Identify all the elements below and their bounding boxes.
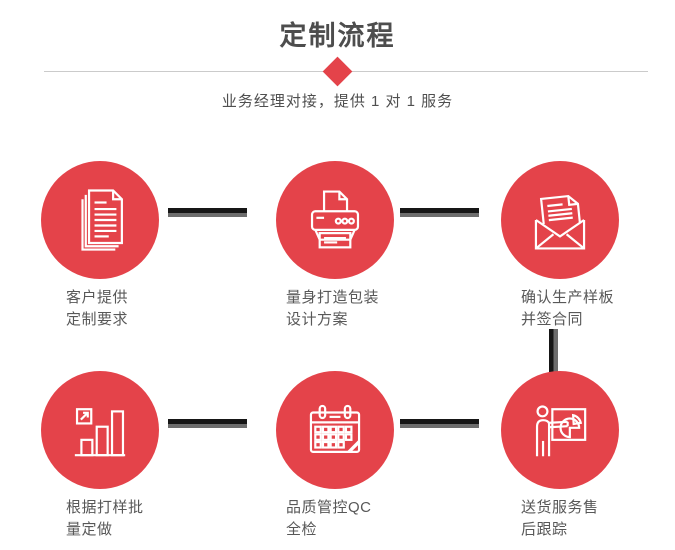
step-label-line: 根据打样批	[66, 499, 144, 516]
page-title: 定制流程	[279, 21, 396, 51]
step-label-line: 量定做	[66, 521, 113, 538]
documents-icon	[81, 189, 123, 251]
step-label-2: 量身打造包装 设计方案	[286, 287, 379, 331]
step-label-line: 后跟踪	[521, 521, 568, 538]
step-circle-3	[501, 161, 619, 279]
connector-horizontal	[168, 419, 247, 428]
step-label-line: 定制要求	[66, 311, 129, 328]
step-label-line: 品质管控QC	[286, 499, 372, 516]
step-circle-1	[41, 161, 159, 279]
step-circle-4	[41, 371, 159, 489]
step-label-line: 客户提供	[66, 289, 129, 306]
step-circle-2	[276, 161, 394, 279]
step-label-6: 送货服务售 后跟踪	[521, 497, 599, 541]
step-label-1: 客户提供 定制要求	[66, 287, 128, 331]
step-label-line: 确认生产样板	[521, 289, 615, 306]
step-label-line: 量身打造包装	[286, 289, 380, 306]
step-label-line: 全检	[286, 521, 318, 538]
connector-horizontal	[400, 419, 479, 428]
printer-icon	[310, 190, 360, 249]
envelope-icon	[534, 194, 586, 250]
diamond-icon	[322, 56, 353, 87]
presentation-icon	[535, 405, 587, 457]
step-label-3: 确认生产样板 并签合同	[521, 287, 614, 331]
bar-chart-icon	[74, 408, 126, 457]
page-subtitle: 业务经理对接，提供 1 对 1 服务	[221, 93, 454, 110]
step-circle-6	[501, 371, 619, 489]
step-circle-5	[276, 371, 394, 489]
connector-vertical	[549, 329, 558, 372]
step-label-4: 根据打样批 量定做	[66, 497, 144, 541]
connector-horizontal	[400, 208, 479, 217]
step-label-line: 设计方案	[286, 311, 349, 328]
step-label-5: 品质管控QC 全检	[286, 497, 372, 541]
step-label-line: 并签合同	[521, 311, 584, 328]
connector-horizontal	[168, 208, 247, 217]
step-label-line: 送货服务售	[521, 499, 599, 516]
calendar-icon	[309, 404, 361, 453]
